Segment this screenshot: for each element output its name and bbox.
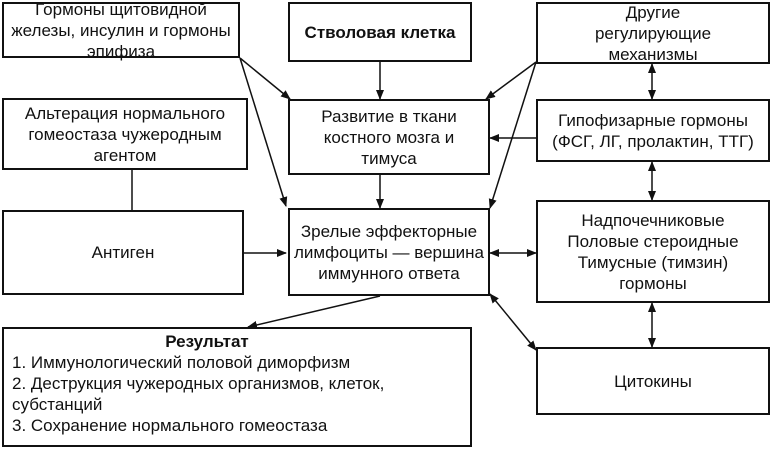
node-cytokines-text: Цитокины xyxy=(614,371,692,391)
result-item-2: 2. Деструкция чужеродных организмов, кле… xyxy=(12,374,385,393)
node-adrenal-text: Надпочечниковые Половые стероидные Тимус… xyxy=(567,210,738,294)
result-item-2-continued: субстанций xyxy=(12,395,103,414)
arrow-thyroid-to-effector xyxy=(239,57,288,207)
node-antigen-text: Антиген xyxy=(91,243,155,262)
node-development: Развитие в ткани костного мозга и тимуса xyxy=(288,99,490,175)
node-effector-text: Зрелые эффекторные лимфоциты — вершина и… xyxy=(294,221,484,283)
result-item-1: 1. Иммунологический половой диморфизм xyxy=(12,353,351,372)
result-title: Результат xyxy=(165,332,249,351)
node-other-mechanisms-text: Другие регулирующие механизмы xyxy=(594,2,712,64)
arrow-other-to-effector xyxy=(488,61,537,209)
node-adrenal: Надпочечниковые Половые стероидные Тимус… xyxy=(536,200,770,303)
node-development-text: Развитие в ткани костного мозга и тимуса xyxy=(321,106,457,168)
node-alteration: Альтерация нормального гомеостаза чужеро… xyxy=(2,98,248,170)
node-effector: Зрелые эффекторные лимфоциты — вершина и… xyxy=(288,208,490,296)
node-pituitary: Гипофизарные гормоны (ФСГ, ЛГ, пролактин… xyxy=(536,99,770,162)
node-alteration-text: Альтерация нормального гомеостаза чужеро… xyxy=(24,103,226,165)
node-hormones-thyroid-text: Гормоны щитовидной железы, инсулин и гор… xyxy=(11,0,231,61)
result-item-3: 3. Сохранение нормального гомеостаза xyxy=(12,416,328,435)
node-antigen: Антиген xyxy=(2,210,244,295)
node-adrenal-line-3: Тимусные (тимзин) xyxy=(577,252,729,272)
node-adrenal-line-2: Половые стероидные xyxy=(567,231,739,251)
node-hormones-thyroid: Гормоны щитовидной железы, инсулин и гор… xyxy=(2,0,240,61)
node-adrenal-line-1: Надпочечниковые xyxy=(581,210,725,230)
node-pituitary-text: Гипофизарные гормоны (ФСГ, ЛГ, пролактин… xyxy=(552,110,754,151)
node-other-mechanisms: Другие регулирующие механизмы xyxy=(536,2,770,64)
node-stem-cell: Стволовая клетка xyxy=(288,2,472,62)
arrow-other-to-development xyxy=(485,61,537,100)
arrow-effector-cytokines xyxy=(489,293,537,351)
arrow-thyroid-to-development xyxy=(239,57,291,100)
node-stem-cell-text: Стволовая клетка xyxy=(304,22,456,42)
node-adrenal-line-4: гормоны xyxy=(619,273,687,293)
node-cytokines: Цитокины xyxy=(536,347,770,415)
arrow-effector-to-result xyxy=(247,295,381,329)
result-box: Результат 1. Иммунологический половой ди… xyxy=(2,327,472,447)
